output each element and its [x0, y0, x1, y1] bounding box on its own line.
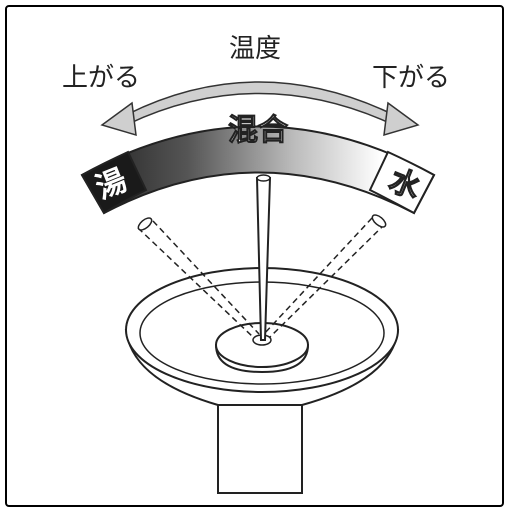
temperature-band [80, 125, 436, 215]
lever-left-hot [137, 217, 260, 338]
hot-segment [80, 150, 148, 215]
lower-label: 下がる [372, 63, 450, 93]
lever-right-cold [263, 214, 387, 338]
raise-label: 上がる [62, 63, 140, 93]
temperature-label: 温度 [229, 34, 281, 64]
mix-label: 混合 [228, 113, 288, 148]
lever-center-mix [255, 174, 272, 341]
cold-segment [368, 150, 436, 215]
temperature-arrow [100, 81, 420, 137]
